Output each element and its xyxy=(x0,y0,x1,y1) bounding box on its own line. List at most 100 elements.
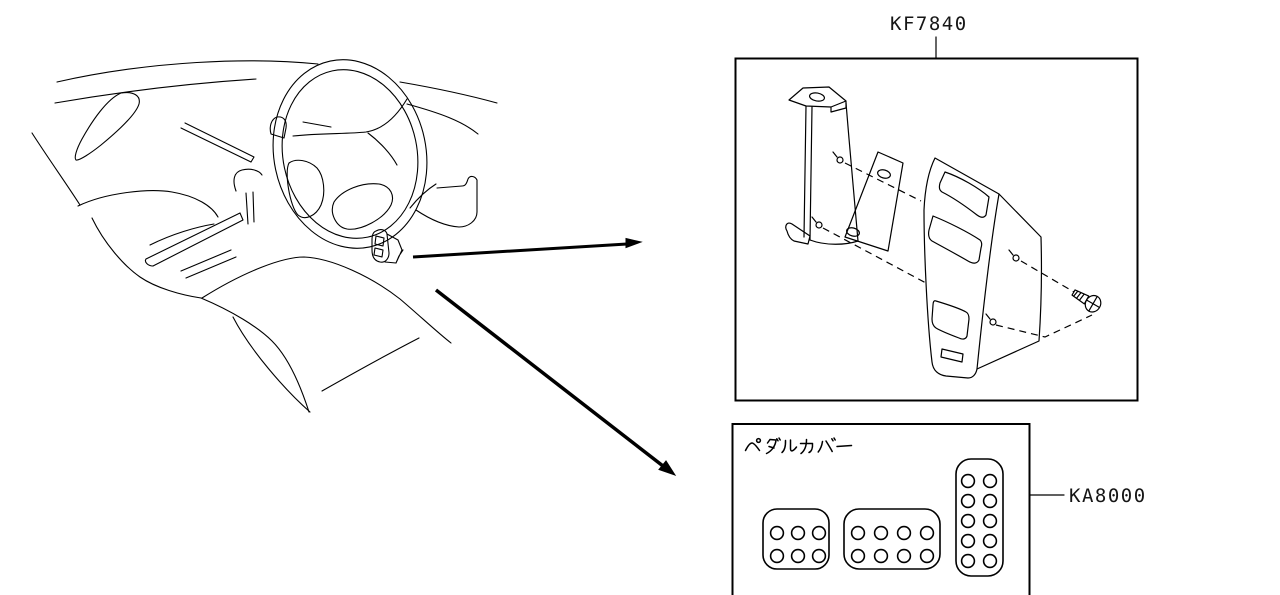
screw-phillips-cross xyxy=(1086,296,1100,312)
pedal-hole xyxy=(811,525,827,541)
bracket-inner-panel xyxy=(844,151,904,252)
pedal-hole xyxy=(769,525,785,541)
pedal-covers-box xyxy=(731,423,1065,595)
kana-pe xyxy=(744,437,762,452)
panel-slot-hole-lower xyxy=(846,227,860,237)
assembly-dash-line-4 xyxy=(995,314,1093,338)
header-line-right xyxy=(406,103,479,135)
wheel-hub-top-edge xyxy=(292,98,408,137)
pedal-hole xyxy=(982,513,998,529)
foot-rest-location-part xyxy=(371,229,404,264)
roof-line-left xyxy=(56,60,319,83)
pedal-hole xyxy=(960,533,976,549)
pedal-hole xyxy=(982,473,998,489)
wheel-outer-rim xyxy=(272,59,428,249)
brake-pedal-cover-holes xyxy=(850,525,935,564)
foot-rest-small-front xyxy=(371,229,390,263)
kana-ba xyxy=(817,437,836,453)
foot-rest-window-2 xyxy=(928,215,983,264)
pedal-hole xyxy=(850,525,866,541)
pedal-hole xyxy=(960,513,976,529)
foot-rest-small-side xyxy=(384,233,404,264)
bracket-right-edge xyxy=(845,102,859,242)
pedal-hole xyxy=(960,553,976,569)
arrow-head xyxy=(658,460,677,476)
pedal-hole xyxy=(769,548,785,564)
part-code-ka8000[interactable]: KA8000 xyxy=(1069,485,1147,507)
pedal-cover-caption-glyphs xyxy=(744,437,853,455)
dash-vent-strip xyxy=(180,122,255,163)
foot-rest-window-1 xyxy=(938,171,990,218)
pedal-hole xyxy=(919,525,935,541)
part-code-kf7840[interactable]: KF7840 xyxy=(890,13,968,35)
panel-slot-hole-upper xyxy=(877,169,891,179)
pedal-hole xyxy=(982,493,998,509)
wheel-spoke-line xyxy=(302,121,332,128)
bracket-screw-holes xyxy=(811,151,844,229)
pedal-hole xyxy=(982,553,998,569)
clutch-pedal-cover xyxy=(762,508,830,570)
accelerator-pedal-cover-holes xyxy=(960,473,998,569)
bracket-top-tab xyxy=(788,86,847,113)
wiper-stalk xyxy=(233,168,263,192)
arrow-head xyxy=(625,237,643,249)
bracket-left-channel xyxy=(803,105,813,241)
accelerator-pedal-cover xyxy=(955,458,1004,577)
kana-chouon xyxy=(836,444,853,448)
seat-bottom-curve xyxy=(232,316,311,413)
pedal-hole xyxy=(811,548,827,564)
roof-line-right xyxy=(399,81,498,104)
pedal-hole xyxy=(960,493,976,509)
pedal-hole xyxy=(790,525,806,541)
detail-box-frame xyxy=(731,423,1031,595)
arrow-shaft xyxy=(412,242,628,259)
kana-ru xyxy=(781,439,798,454)
foot-rest-bracket xyxy=(785,86,927,284)
pedal-hole xyxy=(960,473,976,489)
steering-wheel xyxy=(269,59,428,249)
assembly-dash-line-3 xyxy=(1020,260,1075,293)
pedal-hole xyxy=(873,525,889,541)
wheel-left-opening xyxy=(286,159,325,219)
turn-signal-stalk xyxy=(269,116,287,139)
arrow-to-foot-rest-box xyxy=(412,237,643,259)
seat-left-edge xyxy=(91,217,202,299)
pedal-hole xyxy=(873,548,889,564)
foot-rest-window-3 xyxy=(931,300,970,340)
wheel-lower-opening xyxy=(331,183,394,230)
brake-pedal-cover xyxy=(843,508,941,570)
foot-rest-side-face xyxy=(976,193,1042,370)
pedal-hole xyxy=(790,548,806,564)
kana-ka xyxy=(799,438,814,455)
foot-rest-pad xyxy=(923,157,1093,379)
clutch-pedal-cover-holes xyxy=(769,525,827,564)
foot-rest-exploded-view-box xyxy=(734,36,1139,402)
column-cover-strip xyxy=(144,212,244,267)
pedal-hole xyxy=(982,533,998,549)
seat-front-edge xyxy=(200,297,310,413)
pedal-hole xyxy=(896,525,912,541)
pedal-hole xyxy=(896,548,912,564)
car-interior-illustration xyxy=(31,59,498,413)
pedal-hole xyxy=(919,548,935,564)
seat-cushion-line xyxy=(149,223,215,246)
foot-rest-small-windows xyxy=(373,235,385,258)
foot-rest-front-face xyxy=(923,157,1000,379)
seat-back-top xyxy=(77,190,219,218)
pedal-hole xyxy=(850,548,866,564)
arrow-shaft xyxy=(434,288,665,468)
mounting-screw xyxy=(1071,289,1102,313)
bracket-bottom-tab xyxy=(785,222,811,245)
kana-da xyxy=(765,437,781,455)
wheel-inner-rim xyxy=(281,69,419,239)
floor-line xyxy=(321,337,420,392)
assembly-dash-line-1 xyxy=(844,162,922,202)
door-edge xyxy=(31,132,81,206)
arrow-to-pedal-cover-box xyxy=(434,288,677,476)
stalk-lines xyxy=(245,191,255,225)
column-cover-strip-2 xyxy=(180,249,237,279)
assembly-dash-line-2 xyxy=(822,227,927,284)
header-line-left xyxy=(54,78,257,104)
